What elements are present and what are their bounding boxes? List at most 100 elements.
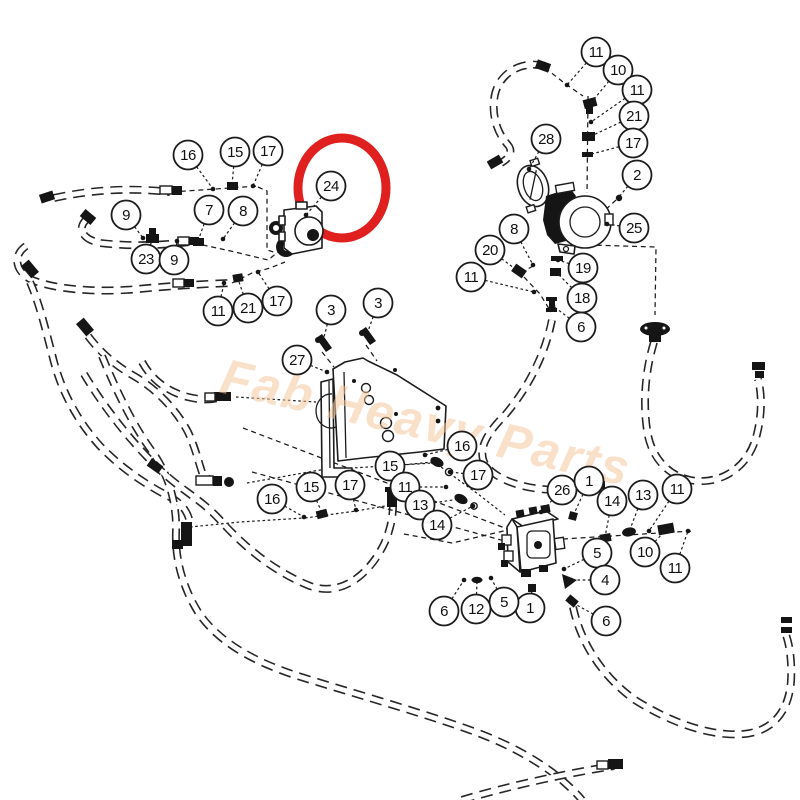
callout-number: 24 [323, 178, 339, 195]
leader-dot [443, 484, 449, 490]
callout-17: 17 [447, 459, 494, 491]
callout-bubble [362, 287, 394, 319]
callout-16: 16 [256, 483, 307, 520]
callout-11: 11 [646, 473, 693, 534]
callout-bubble [621, 159, 653, 191]
callout-bubble [202, 295, 234, 327]
callout-bubble [110, 199, 142, 231]
callout-number: 8 [239, 203, 247, 220]
callout-11: 11 [202, 280, 234, 327]
flange-bolt-hole [643, 325, 649, 331]
callout-4: 4 [568, 564, 621, 596]
callout-number: 6 [577, 319, 585, 336]
leader-dot [550, 303, 556, 309]
callout-8: 8 [498, 213, 536, 268]
leader-line [572, 602, 594, 615]
callout-11: 11 [659, 528, 691, 584]
callout-bubble [462, 459, 494, 491]
callout-number: 21 [240, 300, 256, 317]
callout-1: 1 [570, 465, 605, 519]
elbow-fitting [146, 458, 164, 474]
callout-bubble [334, 469, 366, 501]
callout-bubble [315, 294, 347, 326]
hose-fitting [534, 59, 552, 73]
leader-line [563, 558, 585, 570]
callout-bubble [455, 261, 487, 293]
callout-number: 6 [602, 613, 610, 630]
elbow-stub [586, 106, 593, 114]
hose-adapter [546, 297, 557, 301]
highlight-circle [293, 133, 391, 243]
leader-dot [422, 452, 428, 458]
leader-dot [229, 182, 235, 188]
leader-line [566, 62, 587, 86]
leader-dot [303, 212, 309, 218]
leader-line [252, 164, 263, 187]
callout-bubble [474, 234, 506, 266]
callout-bubble [428, 595, 460, 627]
leader-dot [324, 369, 330, 375]
leader-dot [663, 527, 669, 533]
callout-17: 17 [250, 135, 284, 189]
leader-dot [235, 276, 241, 282]
callout-bubble [404, 489, 436, 521]
callout-number: 17 [625, 135, 641, 152]
leader-dot [626, 529, 632, 535]
leader-line [284, 505, 305, 518]
leader-line [222, 222, 236, 240]
callout-number: 23 [138, 251, 154, 268]
callout-bubble [567, 252, 599, 284]
callout-17: 17 [255, 269, 293, 317]
callout-number: 5 [500, 594, 508, 611]
callout-number: 27 [289, 352, 305, 369]
callout-bubble [227, 195, 259, 227]
callout-15: 15 [219, 136, 251, 188]
leader-dot [531, 289, 537, 295]
callout-bubble [498, 213, 530, 245]
callout-5: 5 [488, 575, 520, 618]
callout-number: 9 [170, 252, 178, 269]
leader-line [501, 258, 519, 272]
leader-dot [602, 534, 608, 540]
leader-dot [195, 238, 201, 244]
callout-number: 11 [670, 481, 685, 498]
callout-bubble [546, 474, 578, 506]
leader-dot [447, 469, 453, 475]
leader-line [557, 259, 570, 265]
pin-head [359, 330, 365, 336]
callout-bubble [256, 483, 288, 515]
leader-dot [529, 586, 535, 592]
leader-line [604, 515, 610, 538]
leader-dot [530, 262, 536, 268]
callout-number: 17 [260, 143, 276, 160]
callout-2: 2 [616, 159, 653, 200]
hose-ferrule [172, 278, 185, 288]
tee-stub [149, 228, 156, 235]
leader-line [366, 316, 374, 335]
leader-line [196, 166, 214, 190]
callout-number: 2 [633, 167, 641, 184]
callout-bubble [589, 564, 621, 596]
elbow-fitting [21, 259, 39, 279]
callout-number: 10 [637, 544, 653, 561]
leader-dot [646, 528, 652, 534]
flange-stem [649, 333, 661, 342]
leader-dot [586, 134, 592, 140]
callout-21: 21 [232, 276, 264, 324]
callout-bubble [446, 430, 478, 462]
hose-nut [172, 186, 182, 195]
callout-number: 11 [589, 44, 604, 61]
callout-11: 11 [588, 74, 653, 125]
leader-dot [604, 221, 610, 227]
mounting-bracket-27 [315, 357, 447, 478]
callout-number: 11 [398, 479, 413, 496]
callout-14: 14 [596, 485, 628, 540]
callout-bubble [374, 450, 406, 482]
leader-line [528, 151, 540, 170]
callout-13: 13 [404, 489, 462, 521]
callout-bubble [281, 344, 313, 376]
leader-line [587, 146, 620, 156]
callout-number: 11 [668, 560, 683, 577]
